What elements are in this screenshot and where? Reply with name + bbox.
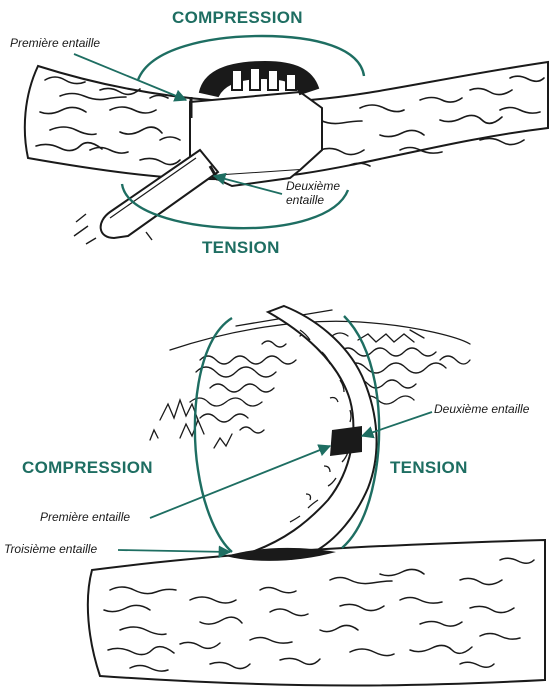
bottom-third-cut-label: Troisième entaille: [4, 543, 97, 556]
bottom-first-cut-leader: [150, 446, 330, 518]
top-second-cut-label-line2: entaille: [286, 194, 324, 207]
bottom-second-cut-band: [330, 426, 362, 456]
bottom-first-cut-label: Première entaille: [40, 511, 130, 524]
top-second-cut-label-line1: Deuxième: [286, 180, 340, 193]
bottom-tension-label: TENSION: [390, 458, 468, 478]
bottom-compression-arc: [195, 318, 232, 552]
top-compression-label: COMPRESSION: [172, 8, 303, 28]
top-log-figure: [25, 36, 548, 244]
bottom-third-cut-leader: [118, 550, 230, 552]
bottom-figure: [88, 306, 545, 686]
bottom-compression-label: COMPRESSION: [22, 458, 153, 478]
top-tension-label: TENSION: [202, 238, 280, 258]
bottom-second-cut-label: Deuxième entaille: [434, 403, 529, 416]
top-first-cut-label: Première entaille: [10, 37, 100, 50]
